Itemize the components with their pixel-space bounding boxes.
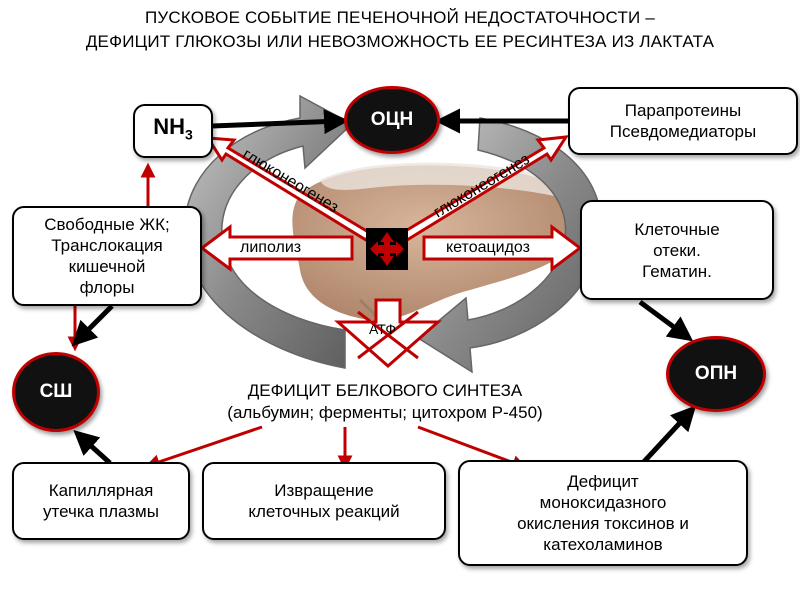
cycle-arrow-right <box>416 117 602 374</box>
arrow-deficit-to-opn <box>638 405 697 468</box>
free-fa-box: Свободные ЖК; Транслокация кишечной флор… <box>12 206 202 306</box>
paraproteins-box: Парапротеины Псевдомедиаторы <box>568 87 798 155</box>
arrow-center-to-capillary <box>144 425 263 470</box>
nh3-box: NH3 <box>133 104 213 158</box>
title-line-2: ДЕФИЦИТ ГЛЮКОЗЫ ИЛИ НЕВОЗМОЖНОСТЬ ЕЕ РЕС… <box>85 32 715 51</box>
atf-cross <box>357 310 419 360</box>
paraproteins-label: Парапротеины Псевдомедиаторы <box>609 101 757 141</box>
title-line-1: ПУСКОВОЕ СОБЫТИЕ ПЕЧЕНОЧНОЙ НЕДОСТАТОЧНО… <box>144 8 656 27</box>
nh3-subscript: 3 <box>184 126 193 143</box>
free-fa-label: Свободные ЖК; Транслокация кишечной флор… <box>44 215 170 297</box>
capillary-leak-box: Капиллярная утечка плазмы <box>12 462 190 540</box>
lipolysis-arrow <box>199 224 354 272</box>
ketoacidosis-arrow <box>422 224 583 272</box>
cell-edema-box: Клеточные отеки. Гематин. <box>580 200 774 300</box>
cell-edema-label: Клеточные отеки. Гематин. <box>634 219 720 281</box>
ssh-label: СШ <box>39 381 73 402</box>
nh3-label: NH <box>153 114 185 140</box>
arrow-center-to-deficit <box>417 425 528 470</box>
capillary-leak-label: Капиллярная утечка плазмы <box>43 481 159 521</box>
opn-label: ОПН <box>694 363 738 384</box>
atf-label: АТФ <box>369 321 396 337</box>
mao-deficit-box: Дефицит моноксидазного окисления токсино… <box>458 460 748 566</box>
opn-node: ОПН <box>666 336 766 412</box>
block-cross-icon <box>366 228 408 270</box>
cell-reaction-box: Извращение клеточных реакций <box>202 462 446 540</box>
protein-deficit-subtitle: (альбумин; ферменты; цитохром Р-450) <box>227 403 543 422</box>
arrow-celledema-to-opn <box>638 299 694 342</box>
arrow-capillary-to-ssh <box>73 429 112 465</box>
lipolysis-label: липолиз <box>240 239 302 256</box>
gluconeogenesis-arrow-left <box>205 136 373 243</box>
arrow-freefa-to-ssh-black <box>71 304 114 347</box>
gluconeogenesis-arrow-right <box>399 135 569 243</box>
ocn-node: ОЦН <box>344 86 440 154</box>
protein-deficit-title: ДЕФИЦИТ БЕЛКОВОГО СИНТЕЗА <box>247 381 523 400</box>
cycle-arrow-left <box>184 94 354 369</box>
arrow-nh3-to-ocn <box>211 109 349 135</box>
ketoacidosis-label: кетоацидоз <box>446 239 530 256</box>
cell-reaction-label: Извращение клеточных реакций <box>248 481 400 521</box>
ssh-node: СШ <box>12 352 100 432</box>
mao-deficit-label: Дефицит моноксидазного окисления токсино… <box>517 472 689 554</box>
ocn-label: ОЦН <box>370 109 414 130</box>
